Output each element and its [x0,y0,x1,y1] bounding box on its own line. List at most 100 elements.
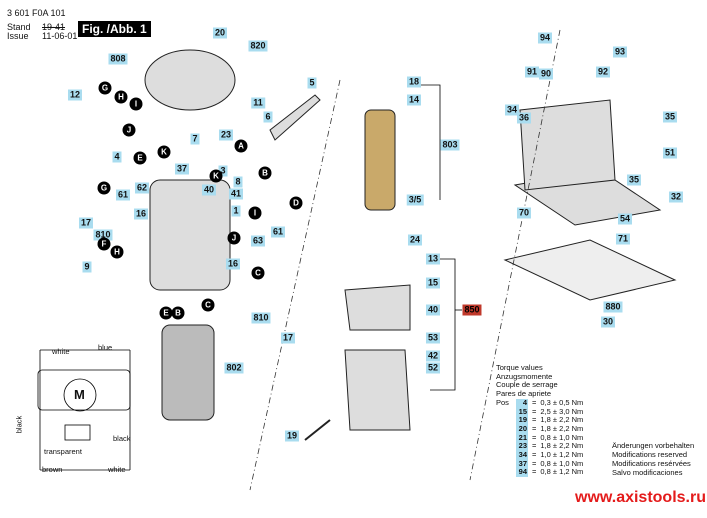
part-label-7[interactable]: 7 [190,133,200,145]
part-label-23[interactable]: 23 [218,129,234,141]
part-label-18[interactable]: 18 [406,76,422,88]
connector-J: J [227,231,241,245]
lower-housing [344,349,411,431]
torque-row: 20=1,8 ± 2,2 Nm [496,423,583,434]
part-label-37[interactable]: 37 [174,163,190,175]
part-label-61[interactable]: 61 [270,226,286,238]
equals-sign: = [532,450,537,460]
part-label-41[interactable]: 41 [228,188,244,200]
connector-B: B [171,306,185,320]
part-label-93[interactable]: 93 [612,46,628,58]
torque-value: 0,8 ± 1,2 Nm [540,467,584,477]
torque-pos: 19 [516,416,528,425]
part-label-62[interactable]: 62 [134,182,150,194]
part-label-12[interactable]: 12 [67,89,83,101]
part-label-14[interactable]: 14 [406,94,422,106]
part-label-20[interactable]: 20 [212,27,228,39]
part-label-810[interactable]: 810 [251,312,271,324]
torque-value: 2,5 ± 3,0 Nm [540,406,584,416]
part-label-34[interactable]: 34 [504,104,520,116]
part-label-35[interactable]: 35 [626,174,642,186]
part-label-17[interactable]: 17 [280,332,296,344]
part-label-16[interactable]: 16 [133,208,149,220]
mod-de: Änderungen vorbehalten [612,441,695,450]
mod-fr: Modifications resérvées [612,459,691,468]
part-label-51[interactable]: 51 [662,147,678,159]
torque-pos: 4 [516,398,528,408]
wire-white-bottom: white [108,465,126,474]
part-label-6[interactable]: 6 [263,111,273,123]
part-label-24[interactable]: 24 [407,234,423,246]
torque-title-es: Pares de apriete [496,389,552,399]
wire-black-left: black [14,415,24,434]
part-label-820[interactable]: 820 [248,40,268,52]
part-label-53[interactable]: 53 [425,332,441,344]
motor-symbol: M [74,387,85,402]
connector-K: K [209,169,223,183]
assembly-label[interactable]: 850 [462,304,482,316]
torque-pos: 94 [516,468,528,478]
wire-white-top: white [52,347,70,356]
torque-pos: 23 [516,442,528,452]
stand-label: Stand [7,22,31,32]
part-label-810[interactable]: 810 [93,229,113,241]
part-label-16[interactable]: 16 [225,258,241,270]
part-label-3-5[interactable]: 3/5 [406,194,424,206]
part-label-35[interactable]: 35 [662,111,678,123]
part-label-3[interactable]: 3 [218,165,228,177]
bearing-housing [344,284,411,331]
part-label-40[interactable]: 40 [425,304,441,316]
torque-value: 0,8 ± 1,0 Nm [540,432,584,442]
connector-I: I [129,97,143,111]
motor-housing [149,179,231,291]
connector-J: J [122,123,136,137]
part-label-17[interactable]: 17 [78,217,94,229]
part-label-8[interactable]: 8 [233,176,243,188]
part-label-4[interactable]: 4 [112,151,122,163]
part-label-13[interactable]: 13 [425,253,441,265]
part-label-90[interactable]: 90 [538,68,554,80]
wire-blue: blue [98,343,113,352]
torque-title-en: Torque values [496,363,543,372]
part-label-63[interactable]: 63 [250,235,266,247]
connector-H: H [110,245,124,259]
part-label-30[interactable]: 30 [600,316,616,328]
part-label-71[interactable]: 71 [615,233,631,245]
part-label-40[interactable]: 40 [201,184,217,196]
figure-label: Fig. /Abb. 1 [78,21,151,37]
torque-value: 1,8 ± 2,2 Nm [540,415,584,425]
part-label-94[interactable]: 94 [537,32,553,44]
part-label-9[interactable]: 9 [82,261,92,273]
torque-pos: 21 [516,433,528,443]
part-label-5[interactable]: 5 [307,77,317,89]
router-base [519,99,616,191]
part-label-1[interactable]: 1 [231,205,241,217]
pos-label: Pos [496,397,509,407]
torque-row: 21=0,8 ± 1,0 Nm [496,432,584,443]
part-label-54[interactable]: 54 [617,213,633,225]
torque-values: Torque values Anzugsmomente Couple de se… [496,363,584,478]
torque-row: 94 =0,8 ± 1,2 Nm [496,467,584,478]
part-label-880[interactable]: 880 [603,301,623,313]
part-label-11[interactable]: 11 [251,97,265,109]
part-label-32[interactable]: 32 [668,191,684,203]
part-label-92[interactable]: 92 [595,66,611,78]
watermark-url[interactable]: www.axistools.ru [575,489,706,506]
part-label-42[interactable]: 42 [425,350,441,362]
collet [269,94,321,141]
housing-cap [144,49,236,111]
equals-sign: = [532,467,537,477]
part-label-61[interactable]: 61 [115,189,131,201]
part-number: 3 601 F0A 101 [7,8,66,18]
part-label-70[interactable]: 70 [516,207,532,219]
part-label-36[interactable]: 36 [516,112,532,124]
part-label-19[interactable]: 19 [284,430,300,442]
part-label-802[interactable]: 802 [224,362,244,374]
equals-sign: = [532,423,537,433]
part-label-15[interactable]: 15 [425,277,441,289]
part-label-808[interactable]: 808 [108,53,128,65]
part-label-52[interactable]: 52 [425,362,441,374]
part-label-803[interactable]: 803 [440,139,460,151]
issue-label: Issue [7,31,29,41]
part-label-91[interactable]: 91 [524,66,540,78]
